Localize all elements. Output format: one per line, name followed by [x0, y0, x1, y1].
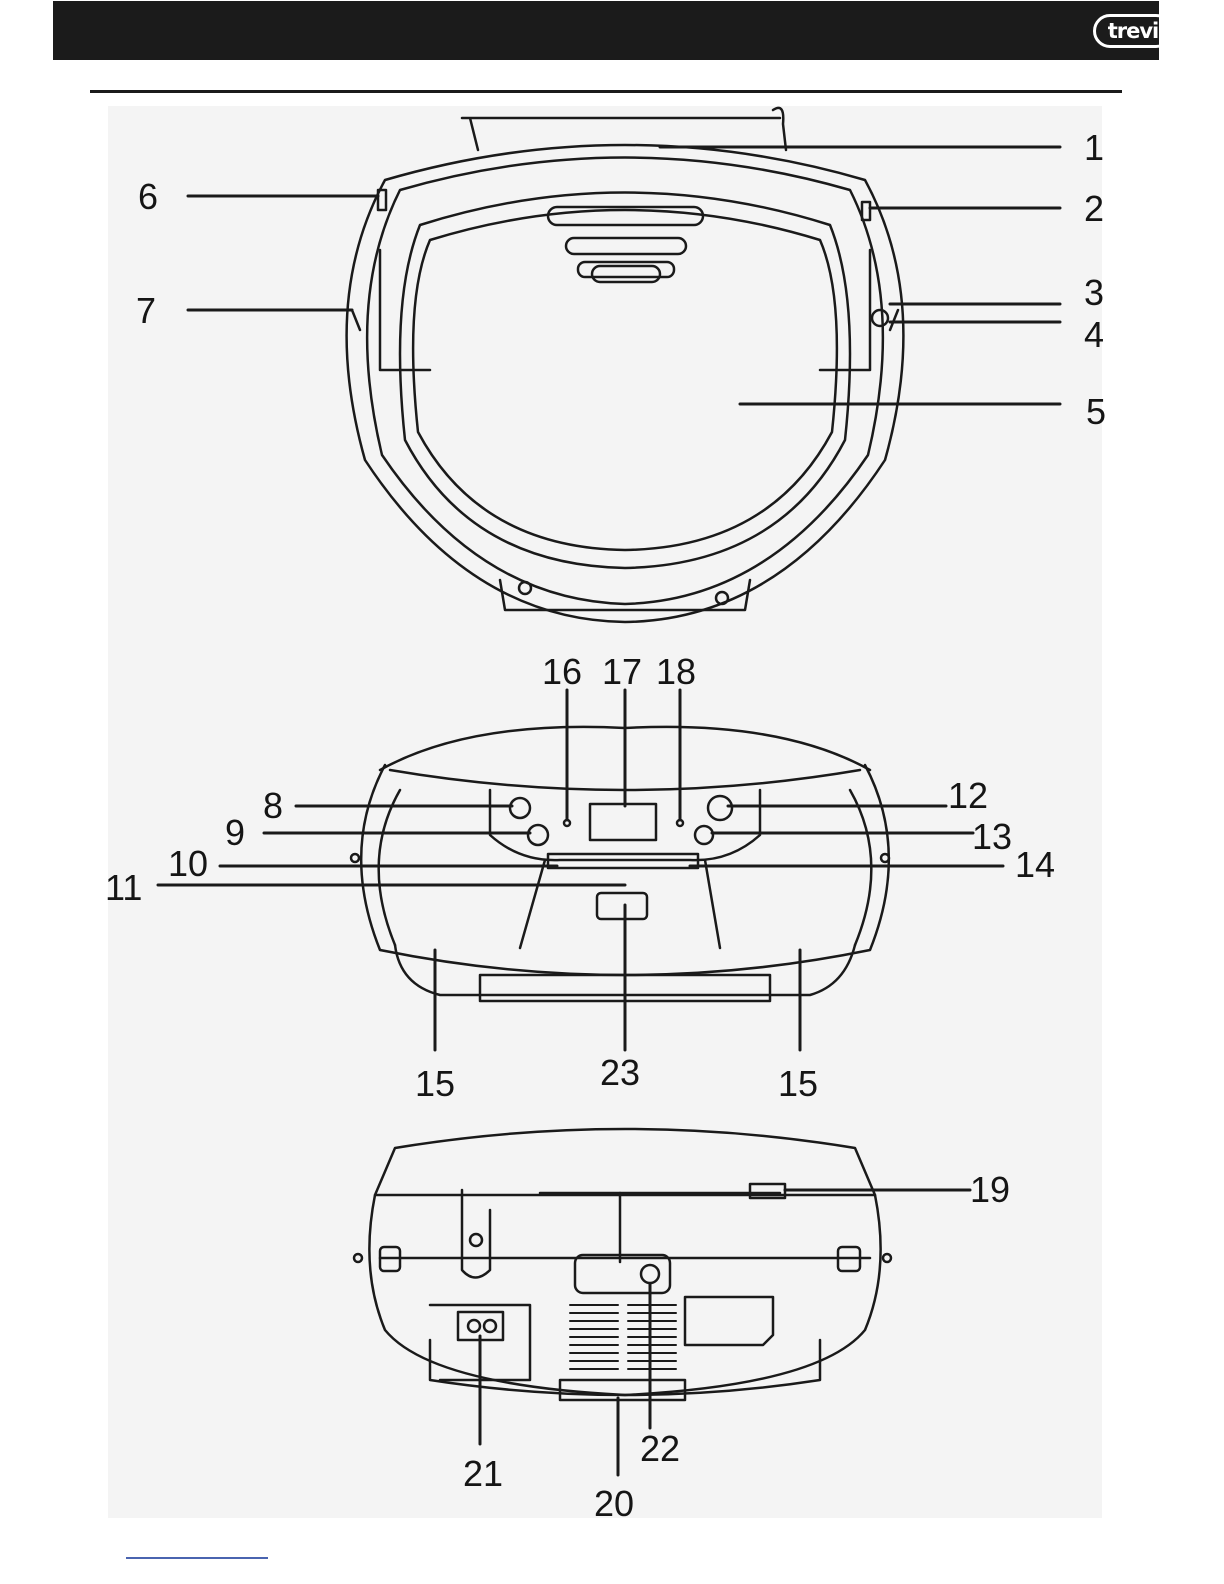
- front-view: [351, 727, 889, 1001]
- callout-19: 19: [970, 1169, 1010, 1210]
- top-view: [347, 108, 904, 622]
- leader-lines: [158, 147, 1060, 1475]
- callout-5: 5: [1086, 391, 1106, 432]
- callout-16: 16: [542, 651, 582, 692]
- callout-8: 8: [263, 785, 283, 826]
- callout-15-right: 15: [778, 1063, 818, 1104]
- callouts: 1 2 3 4 5 6 7 8 9 10 11 12 13 14 15 15 1…: [105, 127, 1106, 1524]
- callout-11: 11: [105, 867, 142, 908]
- back-view: [354, 1129, 891, 1400]
- callout-17: 17: [602, 651, 642, 692]
- callout-1: 1: [1084, 127, 1104, 168]
- callout-7: 7: [136, 290, 156, 331]
- callout-3: 3: [1084, 272, 1104, 313]
- callout-20: 20: [594, 1483, 634, 1524]
- footer-link-underline[interactable]: [126, 1557, 268, 1559]
- callout-21: 21: [463, 1453, 503, 1494]
- callout-10: 10: [168, 843, 208, 884]
- callout-14: 14: [1015, 844, 1055, 885]
- callout-18: 18: [656, 651, 696, 692]
- callout-13: 13: [972, 816, 1012, 857]
- callout-23: 23: [600, 1052, 640, 1093]
- callout-22: 22: [640, 1428, 680, 1469]
- callout-9: 9: [225, 812, 245, 853]
- callout-15-left: 15: [415, 1063, 455, 1104]
- callout-6: 6: [138, 176, 158, 217]
- callout-12: 12: [948, 775, 988, 816]
- callout-4: 4: [1084, 314, 1104, 355]
- callout-2: 2: [1084, 188, 1104, 229]
